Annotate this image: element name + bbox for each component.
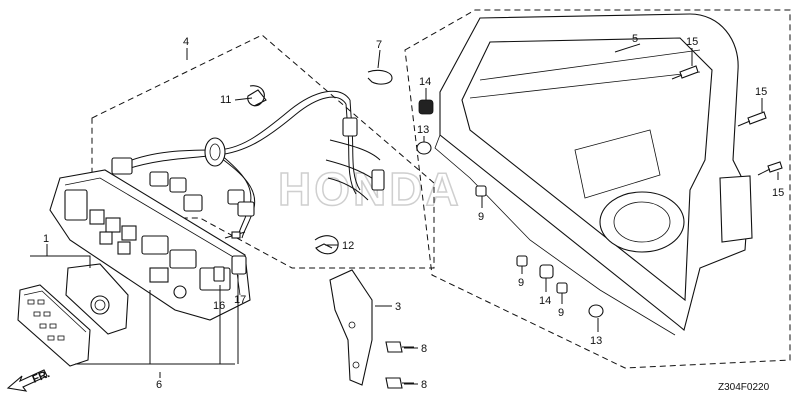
callout-13b: 13 (590, 335, 602, 347)
callout-5: 5 (632, 33, 638, 45)
callout-15c: 15 (772, 187, 784, 199)
panel-case (434, 13, 753, 336)
callout-13a: 13 (417, 124, 429, 136)
callout-14a: 14 (419, 76, 431, 88)
callout-12: 12 (342, 240, 354, 252)
part-16 (213, 266, 225, 282)
honda-watermark: HONDA (278, 163, 462, 215)
callout-15b: 15 (755, 86, 767, 98)
callout-16: 16 (213, 300, 225, 312)
callout-9b: 9 (518, 277, 524, 289)
harness-clip-7 (367, 69, 393, 85)
bolts-8 (385, 341, 414, 389)
bolts-15 (671, 65, 783, 176)
callout-3: 3 (395, 301, 401, 313)
callout-7: 7 (376, 39, 382, 51)
callout-11: 11 (220, 94, 231, 106)
callout-14b: 14 (539, 295, 551, 307)
callout-9a: 9 (478, 211, 484, 223)
case-group-outline (404, 9, 791, 369)
front-direction-marker: FR. (6, 368, 52, 392)
callout-15a: 15 (686, 36, 698, 48)
wire-harness (111, 90, 385, 239)
callout-9c: 9 (558, 307, 564, 319)
callout-8b: 8 (421, 379, 427, 391)
diagram-code: Z304F0220 (718, 382, 770, 393)
leader-lines (30, 43, 779, 385)
callouts: 4 7 11 12 1 16 17 6 3 8 8 5 15 15 15 14 … (43, 33, 784, 391)
callout-4: 4 (183, 36, 189, 48)
callout-6: 6 (156, 379, 162, 391)
harness-clip-11 (247, 85, 267, 107)
panel-assembly (17, 263, 129, 367)
front-label: FR. (31, 368, 52, 386)
harness-group-outline (91, 34, 435, 269)
callout-8a: 8 (421, 343, 427, 355)
part-17 (231, 255, 247, 275)
callout-17: 17 (234, 294, 246, 306)
callout-1: 1 (43, 233, 49, 245)
